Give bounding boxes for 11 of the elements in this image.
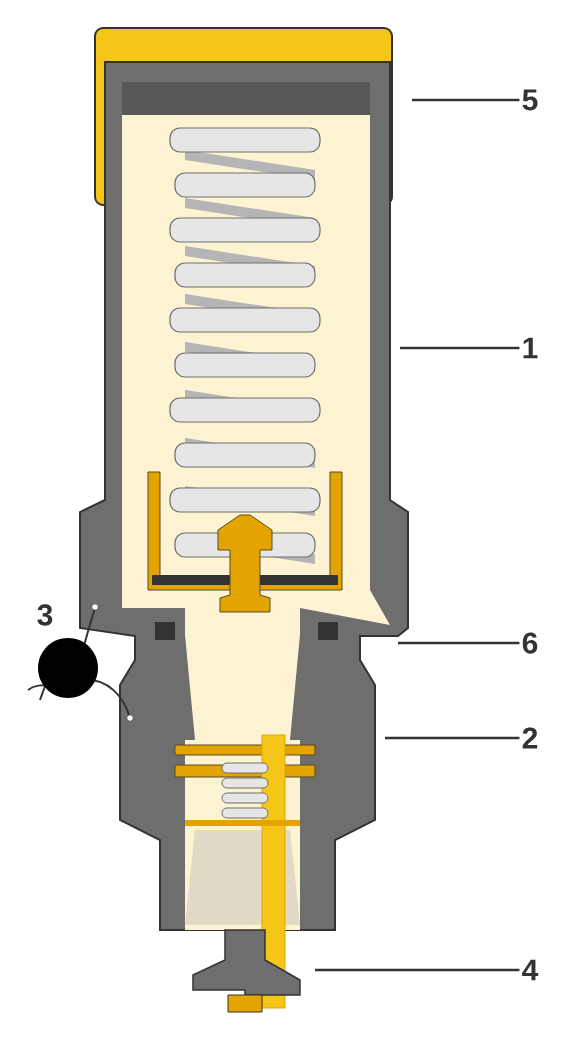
callout-number: 4 [522, 959, 539, 981]
callout-number: 5 [522, 89, 538, 111]
leader-line [400, 346, 520, 350]
leader-line [315, 968, 520, 972]
leader-line [398, 641, 520, 645]
leader-line [385, 736, 520, 740]
callout-number: 2 [522, 727, 538, 749]
callout-number: 3 [37, 604, 53, 626]
callout-number: 1 [523, 337, 538, 359]
callout-number: 6 [522, 632, 538, 654]
leader-line [412, 98, 520, 102]
